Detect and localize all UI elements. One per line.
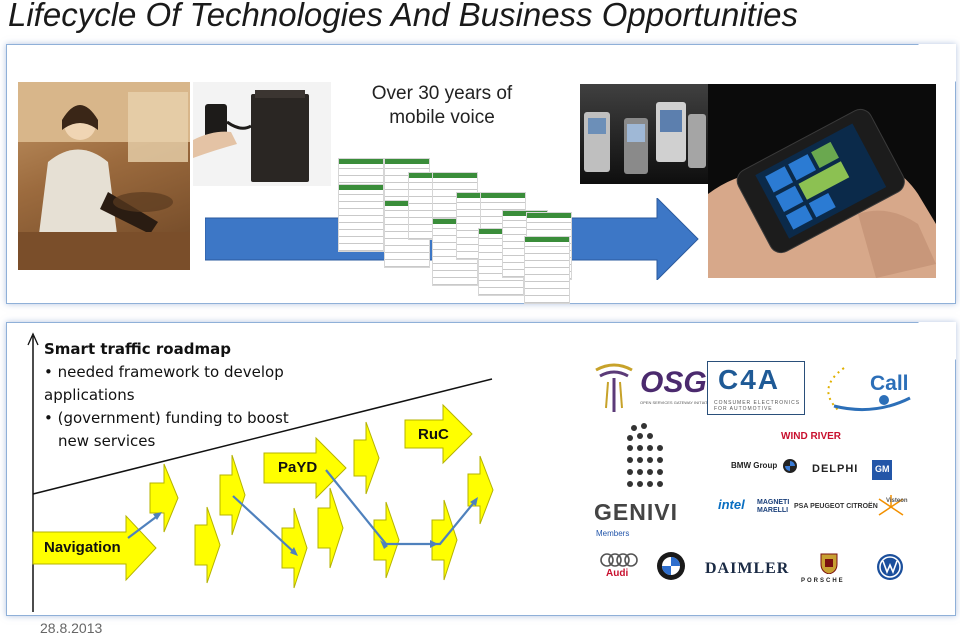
- porsche-crest-icon: [820, 553, 838, 574]
- page-fold: [918, 44, 956, 82]
- calendar-sheet: [524, 236, 570, 304]
- genivi-logo: GENIVI: [594, 499, 678, 525]
- page-fold: [918, 322, 956, 360]
- path-arrowhead: [470, 497, 478, 506]
- stage-arrow: [219, 454, 246, 536]
- vw-logo-icon: [877, 554, 903, 580]
- osgi-subtitle: OPEN SERVICES GATEWAY INITIATIVE: [640, 400, 714, 405]
- roadmap-bullet-cont: new services: [58, 432, 156, 450]
- visteon-emblem-icon: [878, 495, 904, 516]
- photo-nokia-phones: [580, 84, 708, 184]
- roadmap-heading: Smart traffic roadmap: [44, 340, 231, 358]
- members-label: Members: [596, 529, 630, 538]
- genivi-emblem-icon: [627, 423, 663, 487]
- osgi-logo: OSGi: [640, 366, 716, 399]
- timeline-caption: Over 30 years of mobile voice: [371, 83, 513, 128]
- ruc-arrow: [404, 403, 473, 465]
- stage-arrow: [317, 487, 344, 569]
- navigation-label: Navigation: [44, 539, 121, 556]
- gm-logo-box: GM: [872, 460, 892, 480]
- trend-line: [32, 378, 493, 495]
- intel-logo: intel: [718, 497, 745, 512]
- stage-arrow: [467, 455, 494, 525]
- ecall-logo-icon: [827, 367, 911, 412]
- wind-river-logo: WIND RIVER: [781, 431, 841, 442]
- c4a-logo: C4A: [718, 364, 781, 395]
- calendar-sheet: [338, 184, 384, 252]
- stage-arrow: [194, 506, 221, 584]
- stage-arrow: [149, 463, 179, 533]
- psa-logo: PSA PEUGEOT CITROËN: [794, 503, 878, 510]
- roadmap-text: Smart traffic roadmap • needed framework…: [44, 338, 344, 453]
- bmw-roundel-icon: [783, 459, 797, 473]
- osgi-emblem-icon: [595, 363, 633, 412]
- y-axis-arrowhead: [27, 332, 39, 346]
- path-arrowhead: [380, 540, 388, 549]
- path-arrowhead: [153, 512, 162, 520]
- progress-path: [325, 469, 477, 546]
- bmw-group-logo: BMW Group: [731, 461, 778, 470]
- porsche-logo: PORSCHE: [801, 578, 845, 584]
- c4a-logo-box: C4A CONSUMER ELECTRONICS FOR AUTOMOTIVE: [707, 361, 805, 415]
- slide-title: Lifecycle Of Technologies And Business O…: [8, 0, 799, 33]
- path-arrowhead: [290, 547, 298, 556]
- slide-date: 28.8.2013: [40, 620, 103, 636]
- payd-label: PaYD: [278, 459, 318, 476]
- photo-smartphone-in-hand: [708, 84, 936, 278]
- delphi-logo: DELPHI: [812, 463, 859, 475]
- stage-arrow: [373, 501, 400, 579]
- roadmap-bullet: • (government) funding to boost: [44, 409, 289, 427]
- ruc-label: RuC: [418, 426, 449, 443]
- path-arrowhead: [430, 540, 438, 548]
- gm-logo: GM: [875, 464, 890, 474]
- c4a-subtitle: CONSUMER ELECTRONICS FOR AUTOMOTIVE: [714, 400, 801, 412]
- magneti-marelli-logo: MAGNETI MARELLI: [757, 499, 790, 514]
- roadmap-bullet-cont: applications: [44, 386, 135, 404]
- roadmap-bullet: • needed framework to develop: [44, 363, 284, 381]
- photo-car-phone: [18, 82, 190, 270]
- ecall-logo: Call: [870, 372, 909, 395]
- progress-path: [127, 513, 161, 539]
- navigation-arrow: [32, 514, 157, 582]
- stage-arrow: [353, 421, 380, 495]
- progress-path: [232, 495, 297, 555]
- bmw-logo-icon: [657, 552, 685, 580]
- visteon-logo: Visteon: [886, 498, 908, 504]
- daimler-logo: DAIMLER: [705, 560, 790, 577]
- payd-arrow: [263, 436, 347, 500]
- audi-rings-icon: [600, 553, 638, 567]
- audi-logo: Audi: [606, 568, 629, 579]
- photo-early-mobile-phone: [193, 82, 331, 186]
- stage-arrow: [281, 507, 308, 589]
